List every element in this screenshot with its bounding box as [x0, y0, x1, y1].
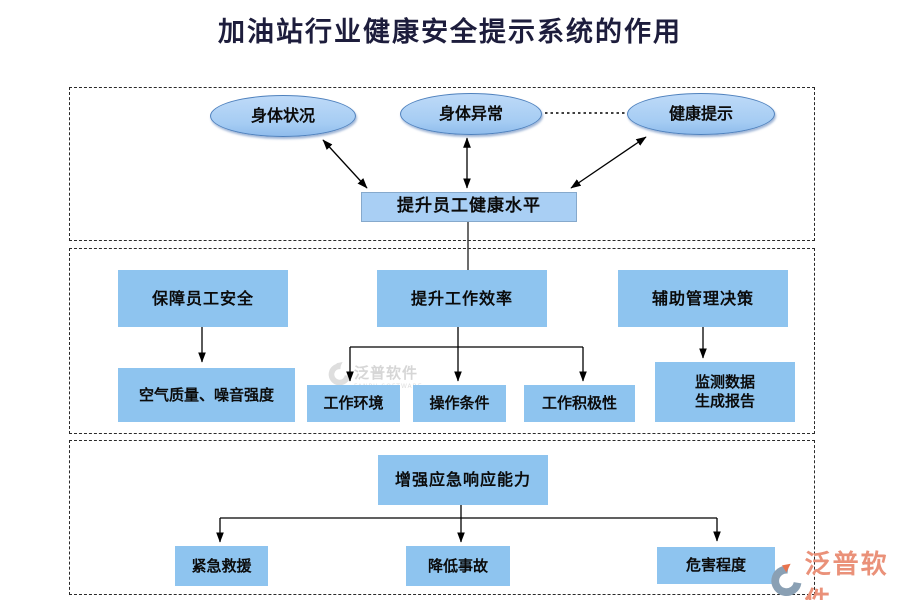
node-rescue: 紧急救援 [175, 546, 268, 586]
connector-hub-healthtip [570, 136, 647, 189]
node-op-cond: 操作条件 [413, 385, 506, 422]
node-emergency: 增强应急响应能力 [378, 455, 548, 505]
node-monitor-report-line1: 监测数据 [694, 373, 755, 392]
section-frame-benefits [69, 248, 815, 434]
section-frame-emergency [69, 440, 815, 595]
node-air-noise: 空气质量、噪音强度 [118, 368, 295, 422]
section-frame-health [69, 87, 815, 241]
connector-hub-bodystatus [322, 139, 368, 189]
node-monitor-report-line2: 生成报告 [694, 392, 755, 410]
node-safety: 保障员工安全 [118, 270, 288, 327]
node-reduce-accident: 降低事故 [406, 546, 510, 586]
node-decision: 辅助管理决策 [618, 270, 788, 327]
node-work-motivation: 工作积极性 [524, 385, 635, 422]
page-title: 加油站行业健康安全提示系统的作用 [218, 17, 682, 48]
node-work-env: 工作环境 [307, 385, 400, 422]
node-efficiency: 提升工作效率 [377, 270, 547, 327]
node-monitor-report: 监测数据 生成报告 [655, 362, 795, 422]
node-improve-health: 提升员工健康水平 [361, 192, 577, 222]
node-hazard: 危害程度 [657, 547, 775, 584]
node-body-status: 身体状况 [210, 95, 356, 137]
node-body-abnormal: 身体异常 [400, 93, 542, 135]
node-health-tip: 健康提示 [627, 93, 775, 135]
